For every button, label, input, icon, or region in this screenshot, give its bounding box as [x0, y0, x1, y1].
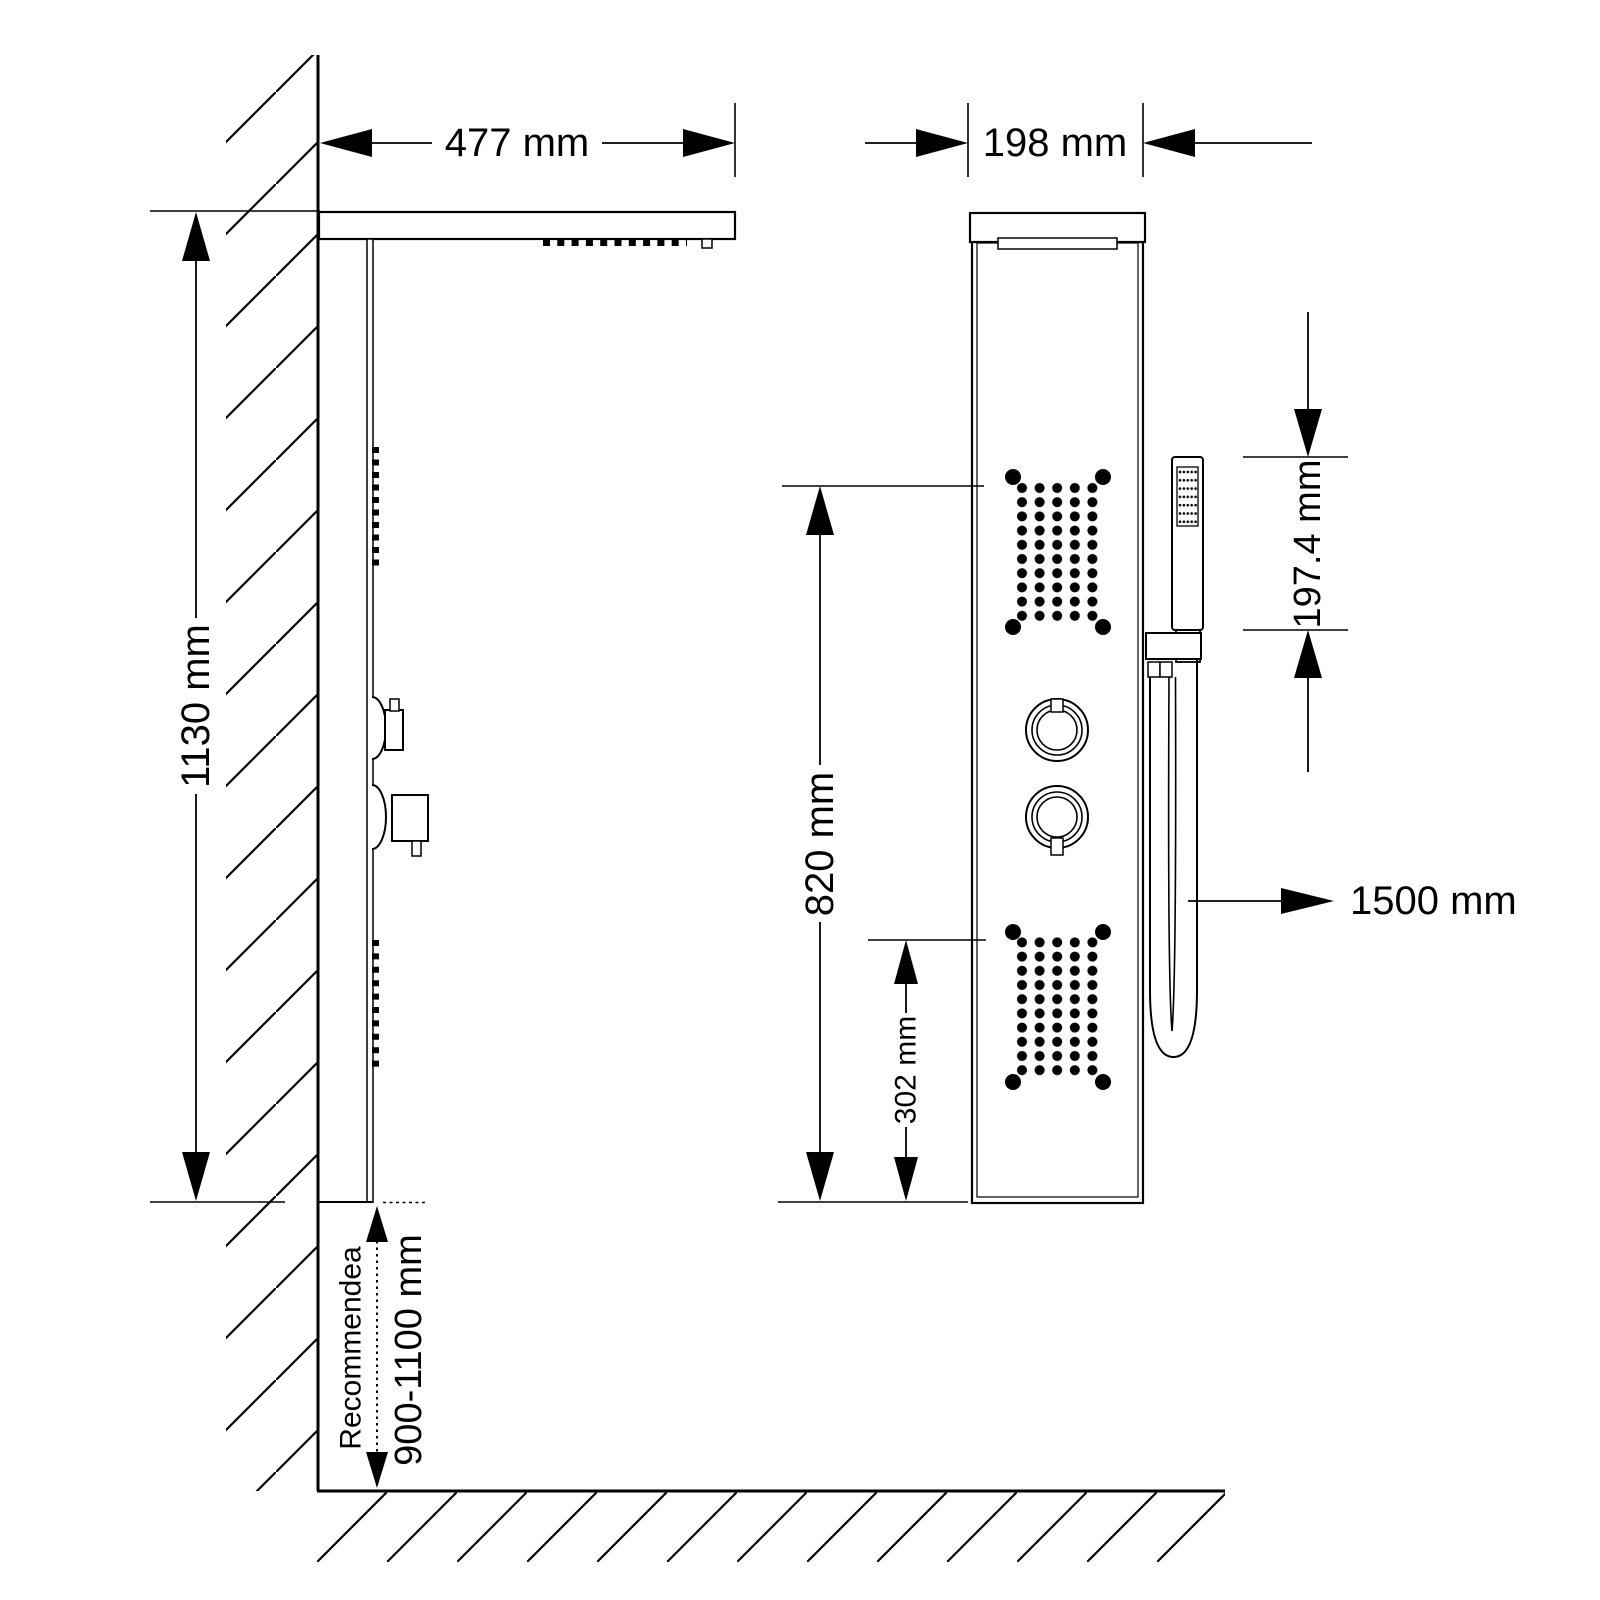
- dim-head-depth: 477 mm: [320, 103, 736, 177]
- arrow-left-pointing: [1143, 129, 1195, 157]
- dim-label-recommended: Recommendea: [335, 1246, 368, 1450]
- dim-hose-length: 1500 mm: [1188, 879, 1517, 923]
- side-head-end-spout: [701, 238, 713, 249]
- dim-panel-height: 1130 mm: [150, 210, 320, 1203]
- corner-dot: [1095, 619, 1111, 635]
- hose-nut-left: [1147, 661, 1161, 678]
- dim-label-panel-height: 1130 mm: [174, 624, 218, 788]
- arrow-right: [683, 129, 735, 157]
- lower-jet-dots: [1013, 935, 1102, 1078]
- dim-hand-shower-length: 197.4 mm: [1243, 312, 1348, 772]
- hose-nut-right: [1159, 661, 1173, 678]
- arrow-right: [1281, 888, 1334, 914]
- side-upper-knob-bump: [371, 696, 387, 760]
- dim-upper-jet-height: 820 mm: [782, 485, 984, 1201]
- hand-shower: [1145, 456, 1204, 1059]
- upper-knob: [1025, 698, 1089, 762]
- corner-dot: [1005, 619, 1021, 635]
- arrow-up: [366, 1206, 388, 1242]
- upper-knob-tab: [1050, 698, 1064, 713]
- lower-knob-inner-ring: [1036, 796, 1078, 838]
- lower-knob: [1025, 785, 1089, 856]
- wall-hatching: [226, 55, 317, 1491]
- side-shower-head: [317, 210, 737, 241]
- arrow-up: [182, 212, 210, 261]
- wall-and-floor: [226, 55, 1225, 1562]
- hose-outer: [1149, 659, 1198, 1059]
- hose-inner: [1167, 676, 1177, 1032]
- arrow-down: [894, 1157, 918, 1201]
- arrow-up: [806, 486, 834, 535]
- arrow-down: [806, 1152, 834, 1201]
- dim-label-hand-shower-length: 197.4 mm: [1287, 460, 1329, 629]
- upper-jet-dots: [1013, 480, 1102, 623]
- lower-jet-grid: [1005, 924, 1111, 1090]
- dim-label-upper-jet-height: 820 mm: [798, 772, 842, 917]
- corner-dot: [1095, 1074, 1111, 1090]
- dim-lower-jet-height: 302 mm: [778, 939, 986, 1203]
- floor-hatching: [317, 1492, 1225, 1562]
- lower-knob-tab: [1050, 837, 1064, 856]
- arrow-up: [1294, 630, 1322, 678]
- arrow-up: [894, 940, 918, 984]
- side-lower-knob-bump: [371, 784, 387, 850]
- dim-panel-width: 198 mm: [865, 103, 1312, 177]
- hand-shower-holder: [1145, 632, 1202, 660]
- arrow-down: [182, 1152, 210, 1201]
- corner-dot: [1005, 1074, 1021, 1090]
- side-upper-knob-body: [384, 709, 404, 751]
- side-upper-knob-tab: [389, 698, 400, 712]
- side-upper-knob: [371, 696, 404, 760]
- dimensions: 477 mm 198 mm 1130 mm: [150, 103, 1517, 1488]
- arrow-down: [1294, 409, 1322, 457]
- dim-label-head-depth: 477 mm: [445, 121, 590, 165]
- upper-knob-inner-ring: [1036, 709, 1078, 751]
- front-view: [968, 211, 1204, 1205]
- arrow-down: [366, 1452, 388, 1488]
- hand-shower-spray-dots: [1178, 468, 1198, 527]
- side-lower-knob-body: [391, 794, 429, 842]
- dim-label-recommended-range: 900-1100 mm: [388, 1234, 430, 1466]
- upper-jet-grid: [1005, 469, 1111, 635]
- corner-dot: [1095, 469, 1111, 485]
- corner-dot: [1005, 469, 1021, 485]
- arrow-right-pointing: [916, 129, 968, 157]
- dim-recommended-height: Recommendea 900-1100 mm: [335, 1201, 430, 1488]
- dim-label-lower-jet-height: 302 mm: [890, 1016, 923, 1124]
- dim-label-hose-length: 1500 mm: [1350, 879, 1517, 923]
- waterfall-slot: [997, 237, 1118, 250]
- side-lower-knob-tab: [411, 840, 422, 857]
- corner-dot: [1005, 924, 1021, 940]
- side-lower-knob: [371, 784, 429, 857]
- side-view: [317, 210, 737, 1203]
- corner-dot: [1095, 924, 1111, 940]
- dim-label-panel-width: 198 mm: [983, 121, 1128, 165]
- arrow-left: [320, 129, 372, 157]
